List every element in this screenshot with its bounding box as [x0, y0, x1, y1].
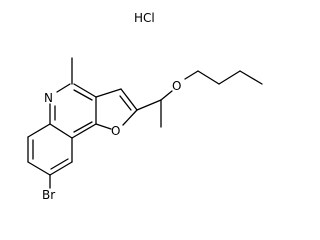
salt-label: HCl — [134, 11, 155, 25]
atom-bromine: Br — [42, 188, 55, 202]
bond-c2-ch — [136, 99, 162, 111]
bond-c2-ofuran — [122, 109, 138, 126]
bond-c9b-c9a — [71, 123, 97, 139]
bond-c9b-c9a-inner — [73, 121, 93, 133]
bond-c9a-c5a — [49, 123, 73, 139]
bond-c8-c9-inner — [50, 158, 69, 170]
bond-c3-c2-inner — [119, 95, 132, 111]
bond-ofuran-c9b — [95, 123, 112, 130]
bond-c8-c9 — [49, 161, 73, 176]
bond-c2-c3 — [218, 70, 241, 85]
atom-nitrogen: N — [44, 91, 53, 105]
structure-canvas: HCl — [27, 11, 263, 202]
bond-oether-c1 — [184, 70, 199, 80]
bond-c3a-c3 — [95, 88, 122, 98]
bond-c4-c3a-inner — [73, 89, 93, 101]
bond-c7-c8 — [27, 161, 51, 176]
bond-c1-c2 — [197, 70, 220, 85]
bond-c5a-c6 — [27, 123, 51, 138]
bond-c3-c4 — [239, 70, 263, 85]
bond-ch-oether — [160, 90, 173, 101]
molecule-drawing: HCl — [27, 11, 263, 202]
atom-oxygen-furan: O — [111, 124, 120, 138]
atom-oxygen-ether: O — [172, 79, 181, 93]
bond-c3-c2 — [120, 88, 138, 111]
bond-n-c4 — [56, 83, 71, 93]
bond-c4-c3a — [73, 83, 97, 98]
